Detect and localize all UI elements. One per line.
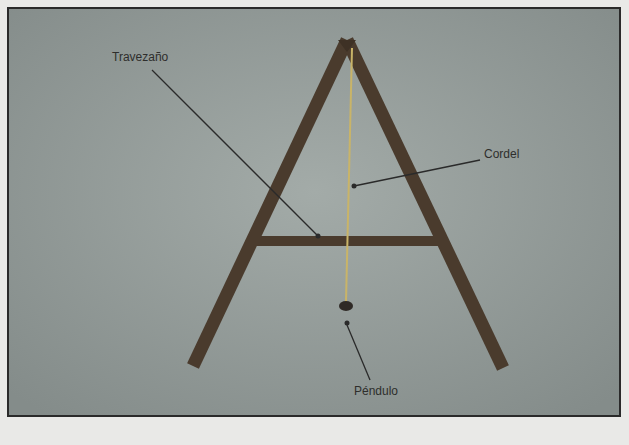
- leader-dot: [316, 234, 321, 239]
- string: [346, 48, 352, 302]
- leader-line: [347, 325, 370, 380]
- leader-dot: [345, 321, 350, 326]
- leader-line: [152, 70, 318, 236]
- pendulum-bob: [339, 301, 353, 311]
- right-leg: [347, 40, 503, 368]
- leader-dot: [352, 184, 357, 189]
- part-label: Péndulo: [354, 384, 398, 398]
- leader-line: [354, 160, 480, 186]
- part-label: Travezaño: [112, 50, 168, 64]
- apex: [338, 40, 356, 52]
- left-leg: [193, 40, 347, 366]
- photo-ground: [8, 8, 620, 416]
- part-label: Cordel: [484, 147, 519, 161]
